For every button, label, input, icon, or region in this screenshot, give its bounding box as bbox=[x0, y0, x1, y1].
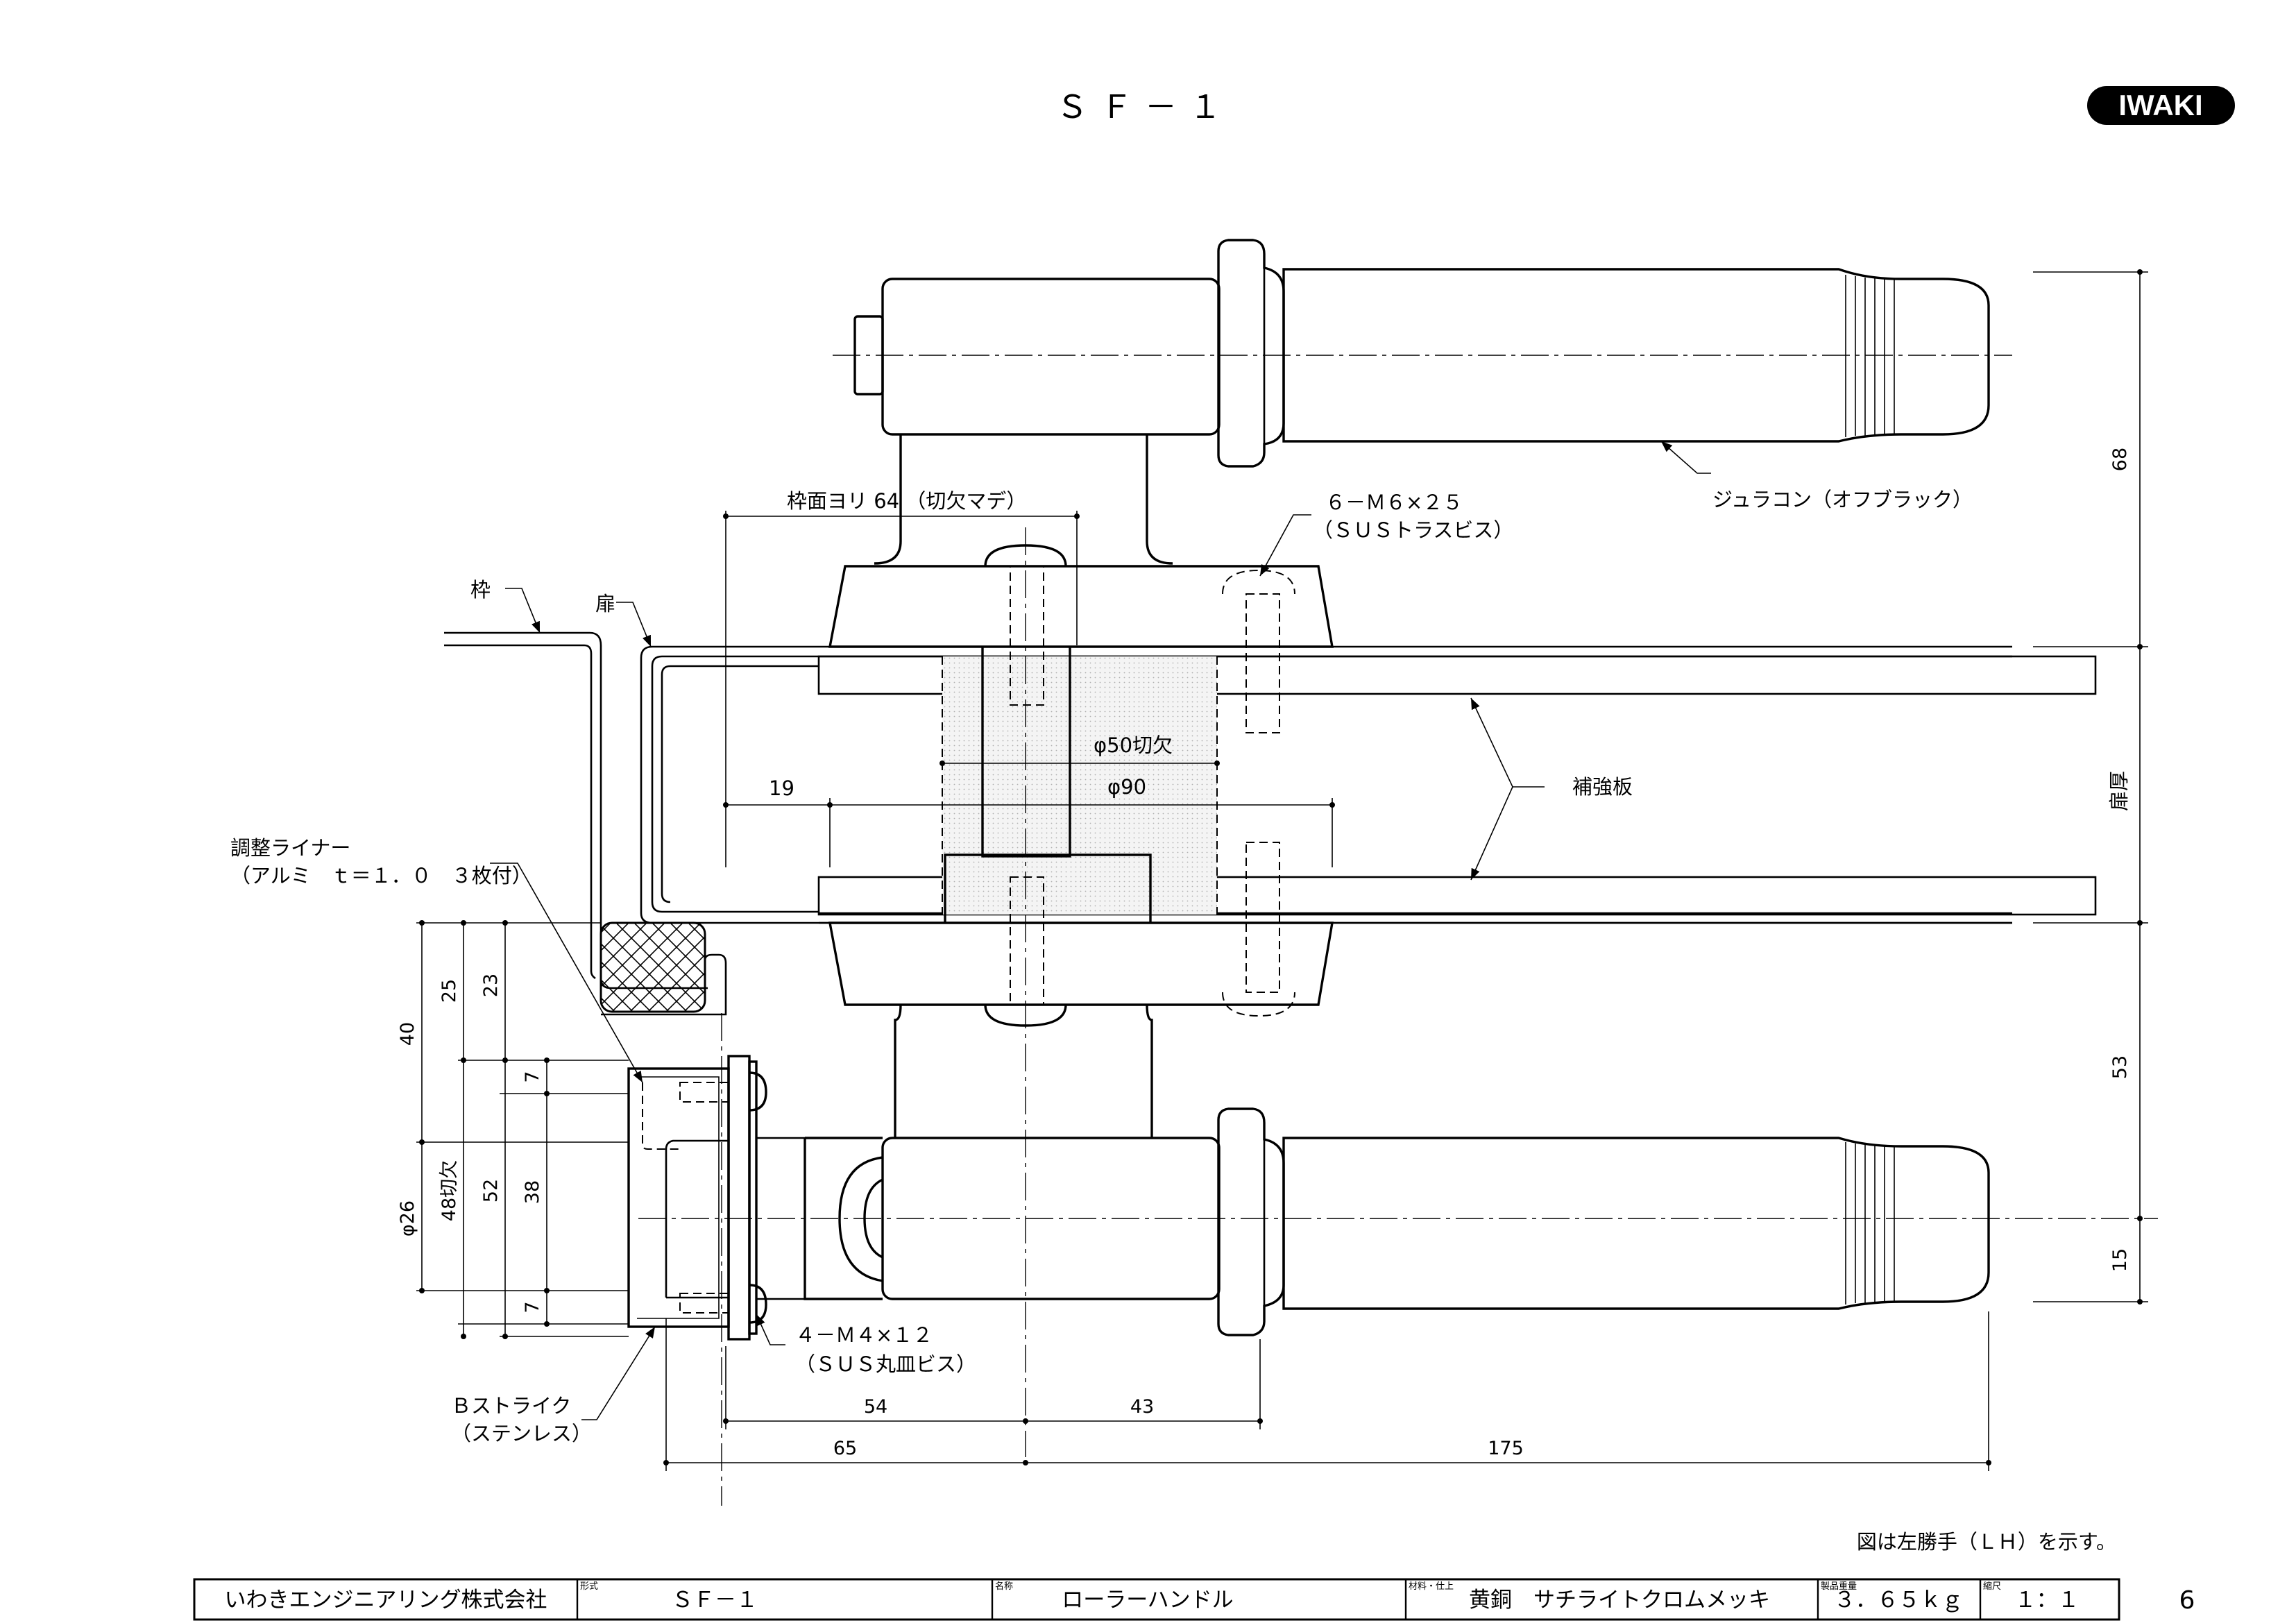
lower-handle bbox=[638, 1004, 2158, 1336]
label-screw-top-2: （ＳＵＳトラスビス） bbox=[1313, 518, 1513, 542]
label-waku: 枠 bbox=[470, 578, 491, 602]
dim-23: 23 bbox=[480, 974, 502, 997]
dim-7b: 7 bbox=[522, 1301, 543, 1313]
upper-handle bbox=[833, 239, 2012, 565]
page-title: ＳＦ－１ bbox=[1056, 88, 1234, 126]
dim-43: 43 bbox=[1130, 1396, 1154, 1418]
leader-lines bbox=[490, 441, 1711, 1420]
title-block: いわきエンジニアリング株式会社 形式 ＳＦ－１ 名称 ローラーハンドル 材料・仕… bbox=[193, 1578, 2195, 1621]
strike-assembly bbox=[599, 921, 883, 1506]
dim-25: 25 bbox=[439, 979, 460, 1003]
label-screw-top-1: ６－Ｍ６×２５ bbox=[1325, 491, 1463, 514]
label-door-thickness: 扉厚 bbox=[2107, 771, 2131, 811]
dim-40: 40 bbox=[397, 1022, 418, 1046]
label-dim-19: 19 bbox=[769, 776, 794, 800]
label-liner-1: 調整ライナー bbox=[230, 836, 350, 860]
iwaki-logo: IWAKI bbox=[2087, 86, 2235, 125]
label-screw-bot-1: ４－Ｍ４×１２ bbox=[795, 1323, 933, 1347]
dim-65: 65 bbox=[833, 1438, 857, 1459]
tb-company: いわきエンジニアリング株式会社 bbox=[225, 1588, 547, 1613]
labels: ジュラコン（オフブラック） ６－Ｍ６×２５ （ＳＵＳトラスビス） 枠面ヨリ 64… bbox=[230, 448, 2131, 1554]
tb-name: ローラーハンドル bbox=[1062, 1588, 1233, 1613]
dimension-lines bbox=[416, 269, 2148, 1471]
tb-model: ＳＦ－１ bbox=[672, 1588, 758, 1613]
tb-model-caption: 形式 bbox=[580, 1581, 598, 1592]
label-frame-note: 枠面ヨリ 64 （切欠マデ） bbox=[787, 489, 1026, 513]
label-lh-note: 図は左勝手（ＬＨ）を示す。 bbox=[1857, 1530, 2116, 1554]
label-grip-material: ジュラコン（オフブラック） bbox=[1712, 488, 1973, 511]
tb-material-caption: 材料・仕上 bbox=[1409, 1581, 1454, 1592]
tb-scale-caption: 縮尺 bbox=[1983, 1581, 2001, 1592]
dim-7a: 7 bbox=[522, 1071, 543, 1082]
dim-54: 54 bbox=[864, 1396, 887, 1418]
label-phi90: φ90 bbox=[1107, 775, 1146, 799]
label-strike-2: （ステンレス） bbox=[451, 1422, 592, 1445]
label-phi50: φ50切欠 bbox=[1094, 733, 1173, 757]
label-tobira: 扉 bbox=[595, 592, 615, 615]
dim-38: 38 bbox=[522, 1180, 543, 1204]
dim-15: 15 bbox=[2109, 1248, 2131, 1272]
dim-68: 68 bbox=[2109, 448, 2131, 471]
tb-material: 黄銅 サチライトクロムメッキ bbox=[1469, 1588, 1770, 1613]
door-section bbox=[444, 527, 2097, 1457]
dim-52: 52 bbox=[480, 1179, 502, 1203]
label-screw-bot-2: （ＳＵＳ丸皿ビス） bbox=[795, 1352, 976, 1376]
dim-phi26: φ26 bbox=[397, 1200, 418, 1237]
dim-cut48: 48切欠 bbox=[439, 1160, 460, 1221]
dim-175: 175 bbox=[1488, 1438, 1524, 1459]
tb-name-caption: 名称 bbox=[995, 1581, 1013, 1592]
tb-weight: ３．６５ｋｇ bbox=[1834, 1588, 1963, 1613]
label-strike-1: Ｂストライク bbox=[451, 1394, 571, 1418]
label-liner-2: （アルミ ｔ＝１．０ ３枚付） bbox=[230, 864, 532, 887]
dim-53: 53 bbox=[2109, 1055, 2131, 1079]
page-number: 6 bbox=[2179, 1586, 2195, 1615]
svg-text:IWAKI: IWAKI bbox=[2118, 89, 2202, 121]
tb-weight-caption: 製品重量 bbox=[1821, 1581, 1857, 1592]
label-hokyoban: 補強板 bbox=[1572, 775, 1633, 799]
tb-scale: １：１ bbox=[2015, 1588, 2080, 1613]
